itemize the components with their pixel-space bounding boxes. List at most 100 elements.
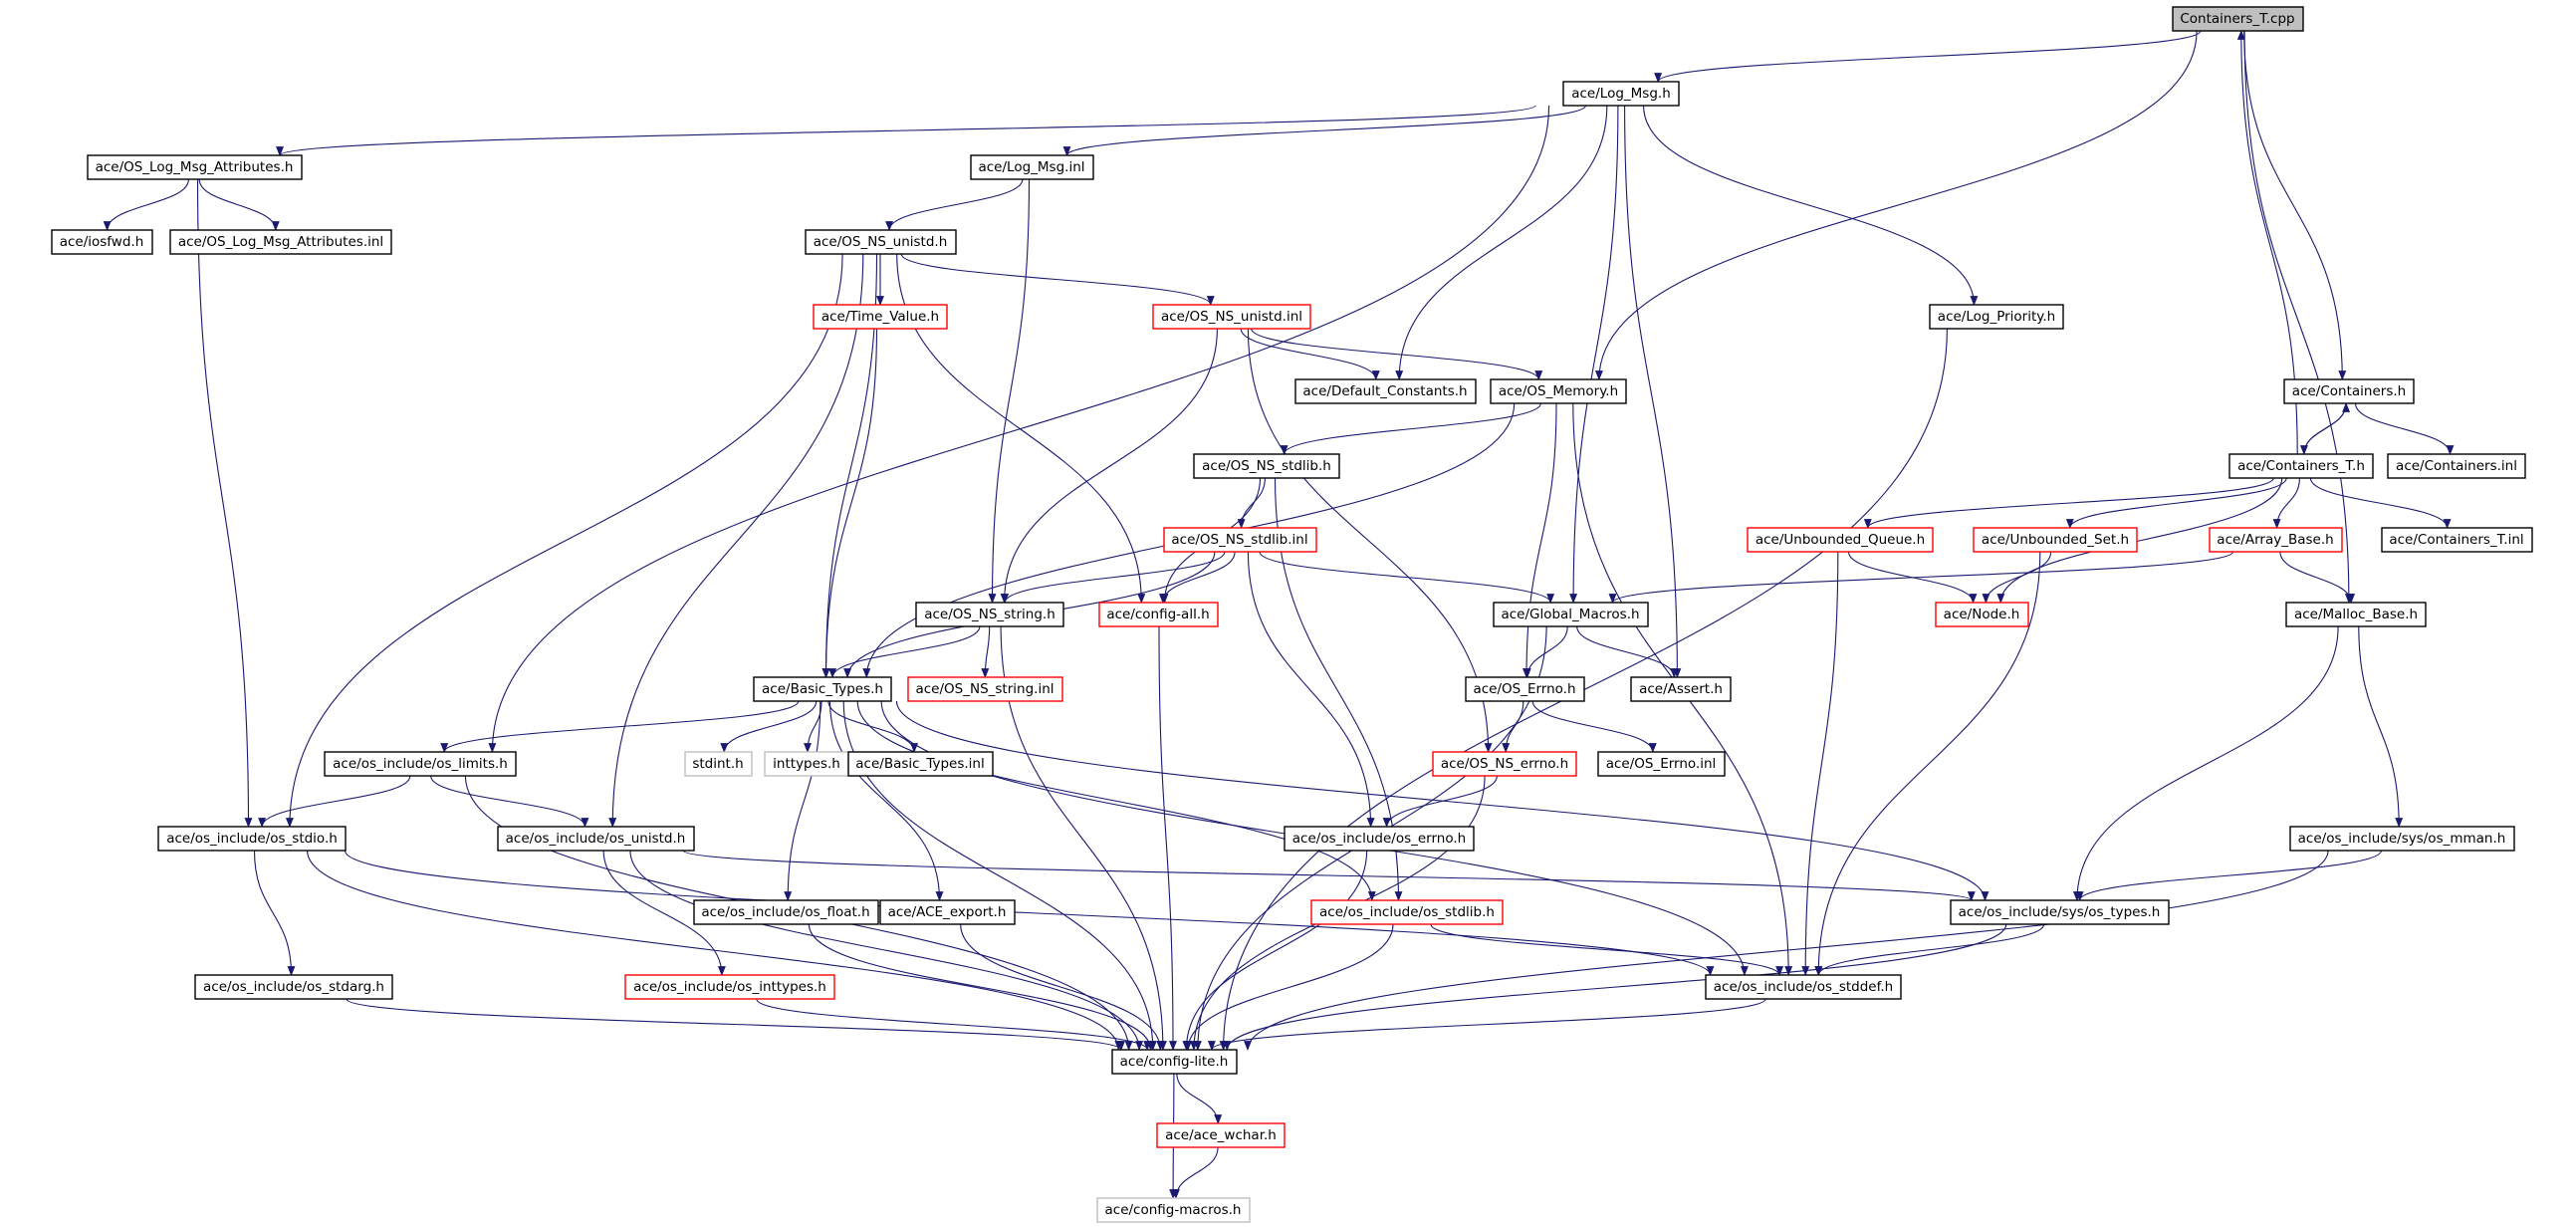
node-ace-containers-t-h[interactable]: ace/Containers_T.h xyxy=(2228,453,2374,479)
edge-n43-to-n47 xyxy=(1223,923,2007,1051)
node-ace-assert-h[interactable]: ace/Assert.h xyxy=(1630,676,1732,702)
node-ace-unbounded-set-h[interactable]: ace/Unbounded_Set.h xyxy=(1973,527,2138,553)
node-ace-os-ns-stdlib-inl[interactable]: ace/OS_NS_stdlib.inl xyxy=(1163,527,1317,553)
node-ace-array-base-h[interactable]: ace/Array_Base.h xyxy=(2209,527,2343,553)
node-ace-time-value-h[interactable]: ace/Time_Value.h xyxy=(813,304,948,330)
node-box xyxy=(1747,527,1934,553)
edge-n8-to-n10 xyxy=(1240,328,1380,380)
node-box xyxy=(324,751,517,777)
node-ace-os-ns-errno-h[interactable]: ace/OS_NS_errno.h xyxy=(1432,751,1577,777)
node-ace-os-ns-string-h[interactable]: ace/OS_NS_string.h xyxy=(915,602,1064,627)
node-label: ace/Containers.h xyxy=(2292,383,2406,399)
edge-n36-to-n47 xyxy=(307,850,1123,1051)
node-box xyxy=(1465,676,1585,702)
edge-n37-to-n45 xyxy=(602,850,726,976)
edge-n48-to-n49 xyxy=(1171,1146,1219,1199)
node-ace-basic-types-h[interactable]: ace/Basic_Types.h xyxy=(753,676,892,702)
node-stdint-h[interactable]: stdint.h xyxy=(684,751,753,777)
node-ace-os-include-os-float-h[interactable]: ace/os_include/os_float.h xyxy=(693,899,879,925)
node-ace-os-include-os-limits-h[interactable]: ace/os_include/os_limits.h xyxy=(324,751,517,777)
node-ace-os-include-sys-os-mman-h[interactable]: ace/os_include/sys/os_mman.h xyxy=(2289,826,2515,852)
node-ace-os-ns-unistd-h[interactable]: ace/OS_NS_unistd.h xyxy=(805,229,957,255)
node-box xyxy=(1163,527,1317,553)
node-label: ace/OS_NS_string.inl xyxy=(915,681,1054,697)
edge-n7-to-n26 xyxy=(821,328,878,678)
node-ace-containers-h[interactable]: ace/Containers.h xyxy=(2283,378,2415,404)
node-ace-basic-types-inl[interactable]: ace/Basic_Types.inl xyxy=(847,751,994,777)
node-ace-log-priority-h[interactable]: ace/Log_Priority.h xyxy=(1929,304,2064,330)
edge-n14-to-n18 xyxy=(2065,477,2287,529)
node-ace-node-h[interactable]: ace/Node.h xyxy=(1935,602,2029,627)
edge-n14-to-n24 xyxy=(1996,477,2283,604)
node-ace-iosfwd-h[interactable]: ace/iosfwd.h xyxy=(51,229,153,255)
node-ace-log-msg-h[interactable]: ace/Log_Msg.h xyxy=(1562,81,1680,107)
node-box xyxy=(1929,304,2064,330)
node-ace-config-all-h[interactable]: ace/config-all.h xyxy=(1098,602,1219,627)
node-containers-t-cpp[interactable]: Containers_T.cpp xyxy=(2172,6,2304,32)
node-box xyxy=(1294,378,1477,404)
node-ace-config-macros-h[interactable]: ace/config-macros.h xyxy=(1096,1197,1251,1223)
node-ace-ace-wchar-h[interactable]: ace/ace_wchar.h xyxy=(1156,1122,1286,1148)
edge-n14-to-n0 xyxy=(2236,30,2298,455)
node-box xyxy=(2228,453,2374,479)
node-ace-os-include-os-inttypes-h[interactable]: ace/os_include/os_inttypes.h xyxy=(624,974,835,1000)
edge-n47-to-n48 xyxy=(1176,1073,1223,1124)
node-box xyxy=(753,676,892,702)
node-ace-os-include-os-unistd-h[interactable]: ace/os_include/os_unistd.h xyxy=(497,826,695,852)
node-label: ace/OS_Errno.inl xyxy=(1606,756,1717,772)
node-ace-config-lite-h[interactable]: ace/config-lite.h xyxy=(1111,1049,1238,1075)
node-box xyxy=(1284,826,1475,852)
node-ace-os-log-msg-attributes-inl[interactable]: ace/OS_Log_Msg_Attributes.inl xyxy=(169,229,392,255)
node-ace-os-errno-inl[interactable]: ace/OS_Errno.inl xyxy=(1597,751,1726,777)
edge-n26-to-n33 xyxy=(827,700,919,753)
node-ace-os-include-os-stdlib-h[interactable]: ace/os_include/os_stdlib.h xyxy=(1310,899,1504,925)
node-label: ace/os_include/os_float.h xyxy=(701,904,869,920)
node-box xyxy=(1950,899,2170,925)
edge-n12-to-n15 xyxy=(2354,402,2455,455)
edge-n14-to-n12 xyxy=(2303,402,2351,455)
node-label: ace/OS_Log_Msg_Attributes.inl xyxy=(178,234,383,250)
node-ace-log-msg-inl[interactable]: ace/Log_Msg.inl xyxy=(970,154,1094,180)
node-ace-ace-export-h[interactable]: ace/ACE_export.h xyxy=(879,899,1016,925)
node-box xyxy=(2285,602,2427,627)
edge-n26-to-n43 xyxy=(895,700,1990,901)
node-ace-os-ns-string-inl[interactable]: ace/OS_NS_string.inl xyxy=(907,676,1063,702)
edge-n25-to-n39 xyxy=(2358,625,2404,828)
node-ace-default-constants-h[interactable]: ace/Default_Constants.h xyxy=(1294,378,1477,404)
edges-layer xyxy=(103,30,2455,1199)
node-label: ace/OS_NS_errno.h xyxy=(1441,756,1568,772)
node-ace-os-ns-unistd-inl[interactable]: ace/OS_NS_unistd.inl xyxy=(1152,304,1311,330)
node-ace-unbounded-queue-h[interactable]: ace/Unbounded_Queue.h xyxy=(1747,527,1934,553)
node-label: ace/Log_Msg.h xyxy=(1571,86,1671,102)
node-label: ace/os_include/sys/os_types.h xyxy=(1959,904,2161,920)
node-ace-os-errno-h[interactable]: ace/OS_Errno.h xyxy=(1465,676,1585,702)
node-label: ace/ace_wchar.h xyxy=(1165,1127,1277,1143)
node-ace-containers-t-inl[interactable]: ace/Containers_T.inl xyxy=(2381,527,2533,553)
node-ace-os-include-os-stddef-h[interactable]: ace/os_include/os_stddef.h xyxy=(1705,974,1902,1000)
node-ace-containers-inl[interactable]: ace/Containers.inl xyxy=(2387,453,2526,479)
node-inttypes-h[interactable]: inttypes.h xyxy=(764,751,849,777)
node-box xyxy=(2289,826,2515,852)
edge-n2-to-n4 xyxy=(103,178,189,231)
edge-n17-to-n46 xyxy=(1801,551,1839,976)
node-ace-os-include-os-stdarg-h[interactable]: ace/os_include/os_stdarg.h xyxy=(194,974,393,1000)
node-ace-global-macros-h[interactable]: ace/Global_Macros.h xyxy=(1493,602,1649,627)
node-box xyxy=(1973,527,2138,553)
node-label: ace/OS_Log_Msg_Attributes.h xyxy=(96,159,294,175)
node-ace-os-include-os-errno-h[interactable]: ace/os_include/os_errno.h xyxy=(1284,826,1475,852)
edge-n16-to-n23 xyxy=(1259,551,1554,604)
node-label: ace/config-all.h xyxy=(1106,607,1209,622)
node-ace-malloc-base-h[interactable]: ace/Malloc_Base.h xyxy=(2285,602,2427,627)
node-label: ace/ACE_export.h xyxy=(888,904,1007,920)
edge-n30-to-n36 xyxy=(258,775,411,828)
node-ace-os-include-os-stdio-h[interactable]: ace/os_include/os_stdio.h xyxy=(157,826,347,852)
edge-n26-to-n32 xyxy=(804,700,822,753)
node-ace-os-ns-stdlib-h[interactable]: ace/OS_NS_stdlib.h xyxy=(1193,453,1340,479)
node-ace-os-log-msg-attributes-h[interactable]: ace/OS_Log_Msg_Attributes.h xyxy=(87,154,303,180)
node-ace-os-memory-h[interactable]: ace/OS_Memory.h xyxy=(1490,378,1627,404)
edge-n3-to-n21 xyxy=(988,178,1031,604)
node-ace-os-include-sys-os-types-h[interactable]: ace/os_include/sys/os_types.h xyxy=(1950,899,2170,925)
nodes-layer: Containers_T.cpp ace/Log_Msg.h ace/OS_Log_… xyxy=(51,6,2533,1223)
edge-n26-to-n40 xyxy=(784,700,821,901)
